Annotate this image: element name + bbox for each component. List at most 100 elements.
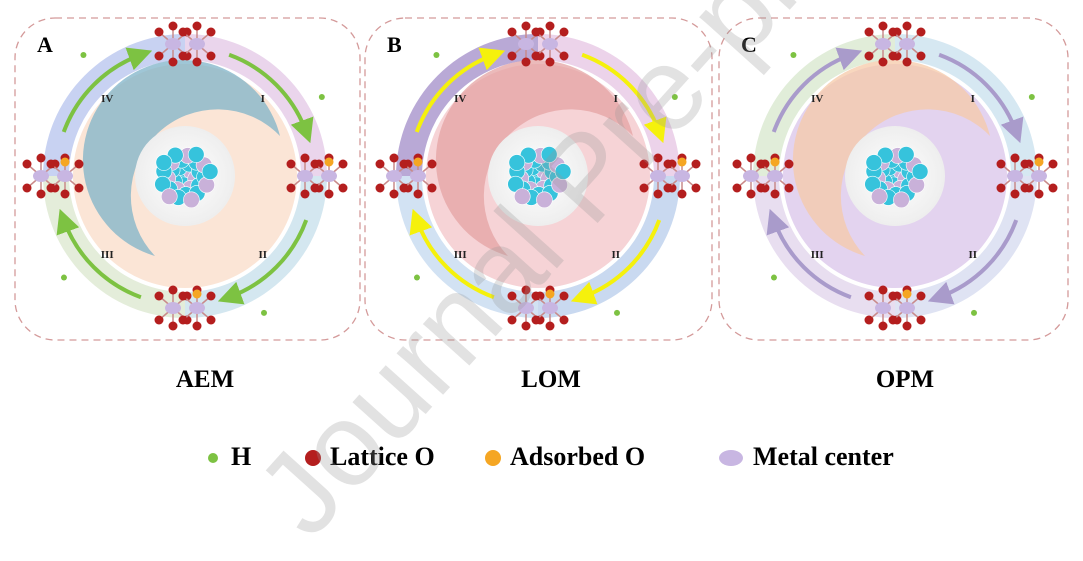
nanoparticle-atom <box>160 188 178 205</box>
lattice-o-atom <box>178 291 188 301</box>
panel-letter: B <box>387 32 402 57</box>
legend-lattice-o-swatch <box>305 450 321 466</box>
inner-crescent <box>792 59 990 256</box>
lattice-o-atom <box>902 21 912 31</box>
lattice-o-atom <box>427 159 437 169</box>
step-label: II <box>259 249 268 261</box>
metal-center-atom <box>875 302 891 314</box>
cycle-arrow <box>56 208 142 300</box>
lattice-o-atom <box>154 291 164 301</box>
inner-crescent <box>82 59 280 256</box>
lattice-o-atom <box>300 153 310 163</box>
lattice-o-atom <box>178 51 188 61</box>
lattice-o-atom <box>338 159 348 169</box>
lattice-o-atom <box>902 57 912 67</box>
lattice-o-atom <box>1010 189 1020 199</box>
lattice-o-atom <box>916 27 926 37</box>
nanoparticle-atom <box>865 154 883 171</box>
lattice-o-atom <box>36 189 46 199</box>
h-atom <box>60 274 67 281</box>
lattice-o-atom <box>559 291 569 301</box>
lattice-o-atom <box>324 189 334 199</box>
lattice-o-atom <box>338 183 348 193</box>
lattice-o-atom <box>784 159 794 169</box>
step-label: I <box>614 93 618 105</box>
metal-center-atom <box>743 170 759 182</box>
lattice-o-atom <box>545 57 555 67</box>
step-label: IV <box>811 93 823 105</box>
lattice-o-atom <box>1020 159 1030 169</box>
lattice-o-atom <box>732 183 742 193</box>
step-label: IV <box>101 93 113 105</box>
lattice-o-atom <box>507 51 517 61</box>
lattice-o-atom <box>756 183 766 193</box>
lattice-o-atom <box>375 183 385 193</box>
nanoparticle-atom <box>201 163 219 180</box>
h-atom <box>671 94 678 100</box>
nanoparticle-atom <box>187 146 205 163</box>
lattice-o-atom <box>756 159 766 169</box>
lattice-o-atom <box>888 291 898 301</box>
nanoparticle-atom <box>155 154 173 171</box>
lattice-o-atom <box>746 189 756 199</box>
lattice-o-atom <box>653 153 663 163</box>
metal-center-atom <box>57 170 73 182</box>
nanoparticle-atom <box>911 163 929 180</box>
metal-center-atom <box>33 170 49 182</box>
legend-adsorbed-o-swatch <box>485 450 501 466</box>
metal-center-atom <box>410 170 426 182</box>
lattice-o-atom <box>663 159 673 169</box>
lattice-o-atom <box>206 27 216 37</box>
adsorbed-o-atom <box>902 289 912 299</box>
legend-metal-label: Metal center <box>753 442 894 471</box>
lattice-o-atom <box>1048 183 1058 193</box>
h-atom <box>261 309 267 316</box>
lattice-o-atom <box>639 183 649 193</box>
lattice-o-atom <box>74 183 84 193</box>
panel-border <box>14 17 361 341</box>
lattice-o-atom <box>677 189 687 199</box>
adsorbed-o-atom <box>677 157 687 167</box>
lattice-o-atom <box>545 321 555 331</box>
lattice-o-atom <box>154 27 164 37</box>
cycle-arrow <box>938 52 1024 144</box>
step-label: I <box>261 93 265 105</box>
lattice-o-atom <box>427 183 437 193</box>
panel-border <box>364 17 713 341</box>
lattice-o-atom <box>168 57 178 67</box>
step-label: IV <box>454 93 466 105</box>
metal-center-atom <box>767 170 783 182</box>
lattice-o-atom <box>878 321 888 331</box>
lattice-o-atom <box>168 321 178 331</box>
step-label: I <box>971 93 975 105</box>
lattice-o-atom <box>639 159 649 169</box>
lattice-o-atom <box>888 315 898 325</box>
legend-h-label: H <box>231 442 252 471</box>
lattice-o-atom <box>507 315 517 325</box>
nanoparticle-atom <box>183 191 200 209</box>
step-label: II <box>969 249 978 261</box>
lattice-o-atom <box>770 189 780 199</box>
adsorbed-o-atom <box>192 289 202 299</box>
nanoparticle-atom <box>897 146 915 163</box>
cycle-arrow <box>217 219 309 305</box>
lattice-o-atom <box>206 291 216 301</box>
lattice-o-atom <box>888 51 898 61</box>
lattice-o-atom <box>399 183 409 193</box>
adsorbed-o-atom <box>324 157 334 167</box>
inner-crescent <box>435 59 633 256</box>
lattice-o-atom <box>507 27 517 37</box>
metal-center-atom <box>165 302 181 314</box>
lattice-o-atom <box>192 57 202 67</box>
lattice-o-atom <box>864 27 874 37</box>
metal-center-atom <box>542 38 558 50</box>
nanoparticle-atom <box>870 188 888 205</box>
lattice-o-atom <box>691 183 701 193</box>
step-label: III <box>101 249 114 261</box>
metal-center-atom <box>386 170 402 182</box>
legend: H Lattice O Adsorbed O Metal center <box>0 440 1083 480</box>
mechanism-label-opm: OPM <box>875 366 935 393</box>
lattice-o-atom <box>521 285 531 295</box>
lattice-o-atom <box>22 159 32 169</box>
